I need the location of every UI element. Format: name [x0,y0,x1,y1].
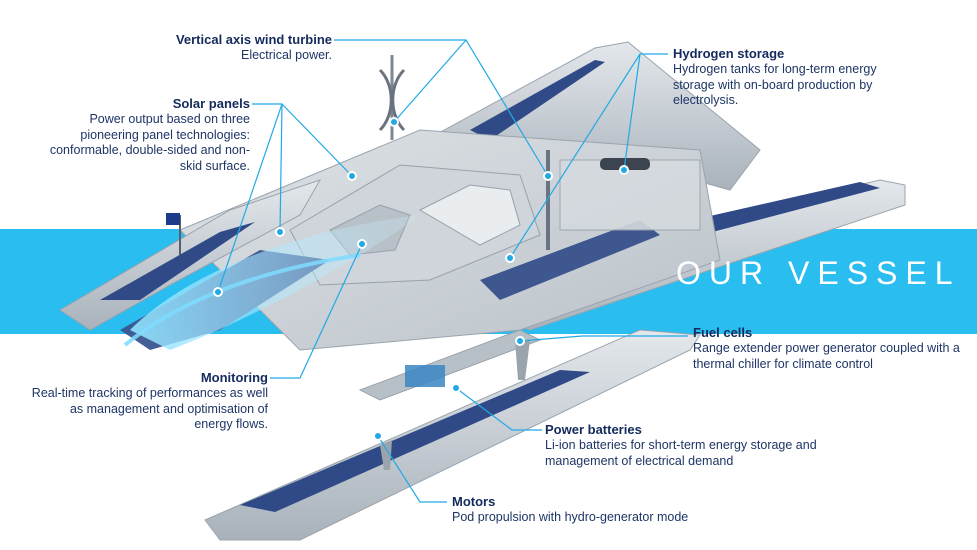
wind-turbine-icon [378,55,550,250]
hydrogen-marker-1 [619,165,629,175]
solar-panel-marker-3 [347,171,357,181]
motors-marker [373,431,383,441]
callout-title: Solar panels [172,96,250,111]
callout-title: Vertical axis wind turbine [175,32,332,47]
callout-power-batteries: Power batteries Li-ion batteries for sho… [545,422,820,469]
wind-turbine-marker-2 [543,171,553,181]
callout-motors: Motors Pod propulsion with hydro-generat… [452,494,742,526]
callout-description: Electrical power. [240,48,332,62]
callout-fuel-cells: Fuel cells Range extender power generato… [693,325,963,372]
monitoring-marker [357,239,367,249]
callout-description: Power output based on three pioneering p… [49,112,250,173]
central-deck [179,129,721,351]
callout-wind-turbine: Vertical axis wind turbine Electrical po… [120,32,332,64]
wind-turbine-marker [389,117,399,127]
callout-title: Motors [452,494,496,509]
callout-monitoring: Monitoring Real-time tracking of perform… [30,370,268,433]
callout-description: Range extender power generator coupled w… [693,341,960,371]
flag-icon [166,213,181,255]
callout-title: Hydrogen storage [673,46,785,61]
callout-title: Power batteries [545,422,642,437]
callout-title: Fuel cells [693,325,753,340]
lower-left-hull [204,329,701,541]
solar-panel-marker-2 [275,227,285,237]
callout-leaders [217,39,688,503]
callout-description: Pod propulsion with hydro-generator mode [452,510,689,524]
banner-title: OUR VESSEL [676,255,961,291]
callout-solar-panels: Solar panels Power output based on three… [40,96,250,174]
monitoring-glow [123,215,420,350]
callout-hydrogen-storage: Hydrogen storage Hydrogen tanks for long… [673,46,908,109]
fuel-cells-marker [515,336,525,346]
keel-fins [380,340,530,470]
hydrogen-marker-2 [505,253,515,263]
callout-description: Li-ion batteries for short-term energy s… [545,438,817,468]
batteries-marker [451,383,461,393]
callout-title: Monitoring [200,370,268,385]
callout-description: Hydrogen tanks for long-term energy stor… [673,62,877,107]
solar-panel-marker-1 [213,287,223,297]
callout-description: Real-time tracking of performances as we… [31,386,268,431]
